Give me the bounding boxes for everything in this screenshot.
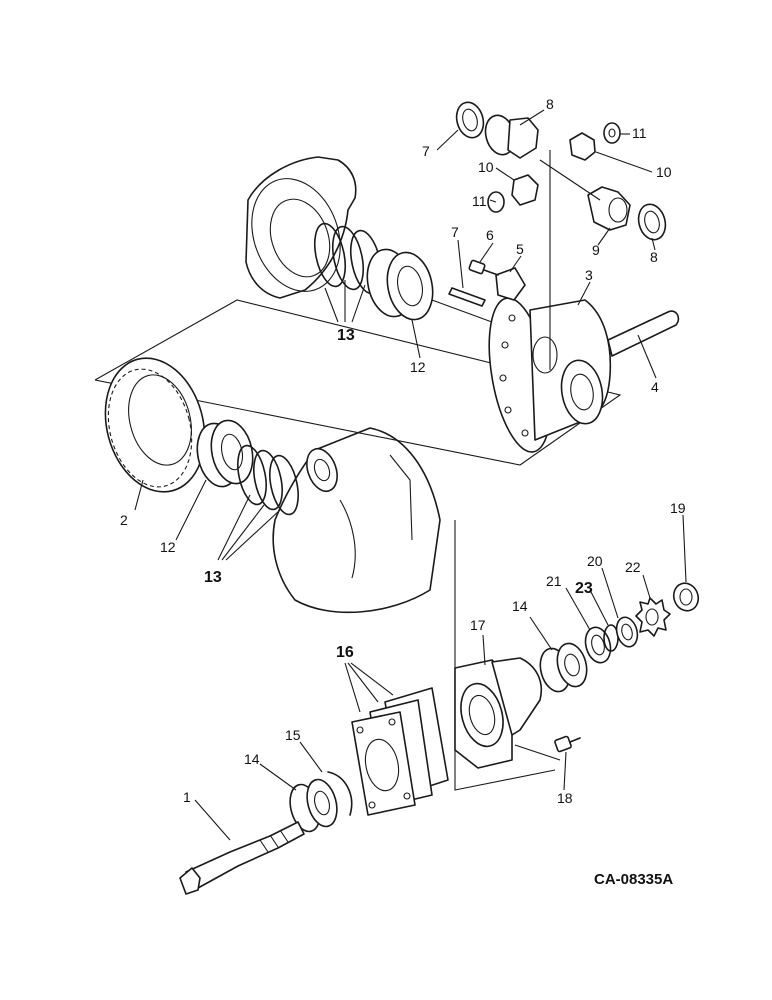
roll-pin	[448, 287, 486, 307]
snap-ring	[327, 771, 353, 816]
cage-shim-set	[351, 687, 449, 816]
callout-11: 11	[632, 125, 647, 141]
side-gear-left	[484, 114, 539, 159]
callout-14: 14	[244, 751, 260, 767]
lock-washer	[635, 597, 671, 637]
callout-12: 12	[410, 359, 426, 375]
callout-18: 18	[557, 790, 573, 806]
drawing-code: CA-08335A	[594, 871, 673, 888]
leader-lines	[134, 109, 687, 841]
callout-12: 12	[160, 539, 176, 555]
callout-8: 7	[422, 143, 430, 159]
differential-case	[488, 297, 612, 453]
callout-16: 16	[336, 644, 354, 661]
housing-cover	[245, 156, 357, 299]
bearing-cage	[454, 657, 561, 769]
callout-10: 10	[656, 164, 672, 180]
callout-14: 14	[512, 598, 528, 614]
callout-1: 1	[183, 789, 191, 805]
callout-5: 5	[516, 241, 524, 257]
cage-bolt	[554, 735, 581, 753]
cross-shaft	[607, 310, 680, 357]
ring-gear	[104, 357, 206, 493]
bearing-upper	[366, 248, 501, 326]
shim-set-lower	[237, 444, 299, 516]
callout-2: 2	[120, 512, 128, 528]
bearing-lower	[196, 419, 254, 488]
case-bolt-holes	[499, 314, 529, 437]
side-gear-washer-left	[455, 101, 485, 139]
callout-13: 13	[204, 569, 222, 586]
callout-labels: 7 8 10 11 11 10 9 8 6 5 7 3 4 12 13 2 12…	[120, 96, 686, 888]
callout-15: 15	[285, 727, 301, 743]
callout-9: 8	[546, 96, 554, 112]
oil-seal	[615, 616, 639, 648]
side-gear-washer-right	[637, 203, 667, 241]
callout-10: 10	[478, 159, 494, 175]
transmission-housing	[272, 427, 441, 614]
pinion-bearing-outer	[539, 642, 588, 693]
lock-bolt	[468, 259, 499, 276]
callout-7: 7	[451, 224, 459, 240]
callout-3: 3	[585, 267, 593, 283]
callout-23: 23	[575, 580, 593, 597]
pinion-washer-top	[603, 122, 621, 144]
pinion-shaft	[179, 821, 305, 895]
callout-19: 21	[546, 573, 562, 589]
callout-4: 4	[651, 379, 659, 395]
spacer-washer	[584, 626, 612, 664]
callout-9: 9	[592, 242, 600, 258]
pinion-nut	[672, 582, 700, 612]
callout-21: 22	[625, 559, 641, 575]
callout-11: 11	[472, 193, 487, 209]
assembly-guide-lines	[94, 299, 622, 791]
side-gear-right	[587, 186, 631, 231]
pinion-bearing-inner	[289, 778, 338, 833]
pinion-gear-top	[569, 132, 596, 161]
lock-plate	[495, 267, 526, 301]
callout-22: 19	[670, 500, 686, 516]
callout-6: 6	[486, 227, 494, 243]
callout-8: 8	[650, 249, 658, 265]
callout-20: 20	[587, 553, 603, 569]
pinion-gear-left	[511, 174, 539, 206]
callout-17: 17	[470, 617, 486, 633]
callout-13: 13	[337, 327, 355, 344]
